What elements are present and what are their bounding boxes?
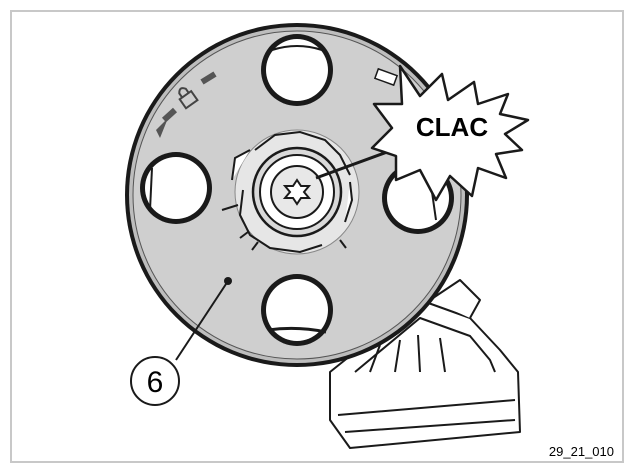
clac-callout-burst: CLAC xyxy=(370,64,530,202)
torx-screw-icon xyxy=(282,178,312,206)
disc-holes xyxy=(140,34,454,346)
hole-left xyxy=(140,152,212,224)
hole-bottom xyxy=(261,274,333,346)
rotation-arrow-icon xyxy=(156,71,217,138)
hub-assembly xyxy=(221,129,360,255)
part-callout: 6 xyxy=(130,277,232,406)
lock-icon xyxy=(178,87,199,110)
figure-code: 29_21_010 xyxy=(548,444,614,459)
hole-top xyxy=(261,34,333,106)
clac-callout-text: CLAC xyxy=(416,112,488,142)
disc-tab xyxy=(373,67,399,87)
part-number-label: 6 xyxy=(147,366,164,399)
